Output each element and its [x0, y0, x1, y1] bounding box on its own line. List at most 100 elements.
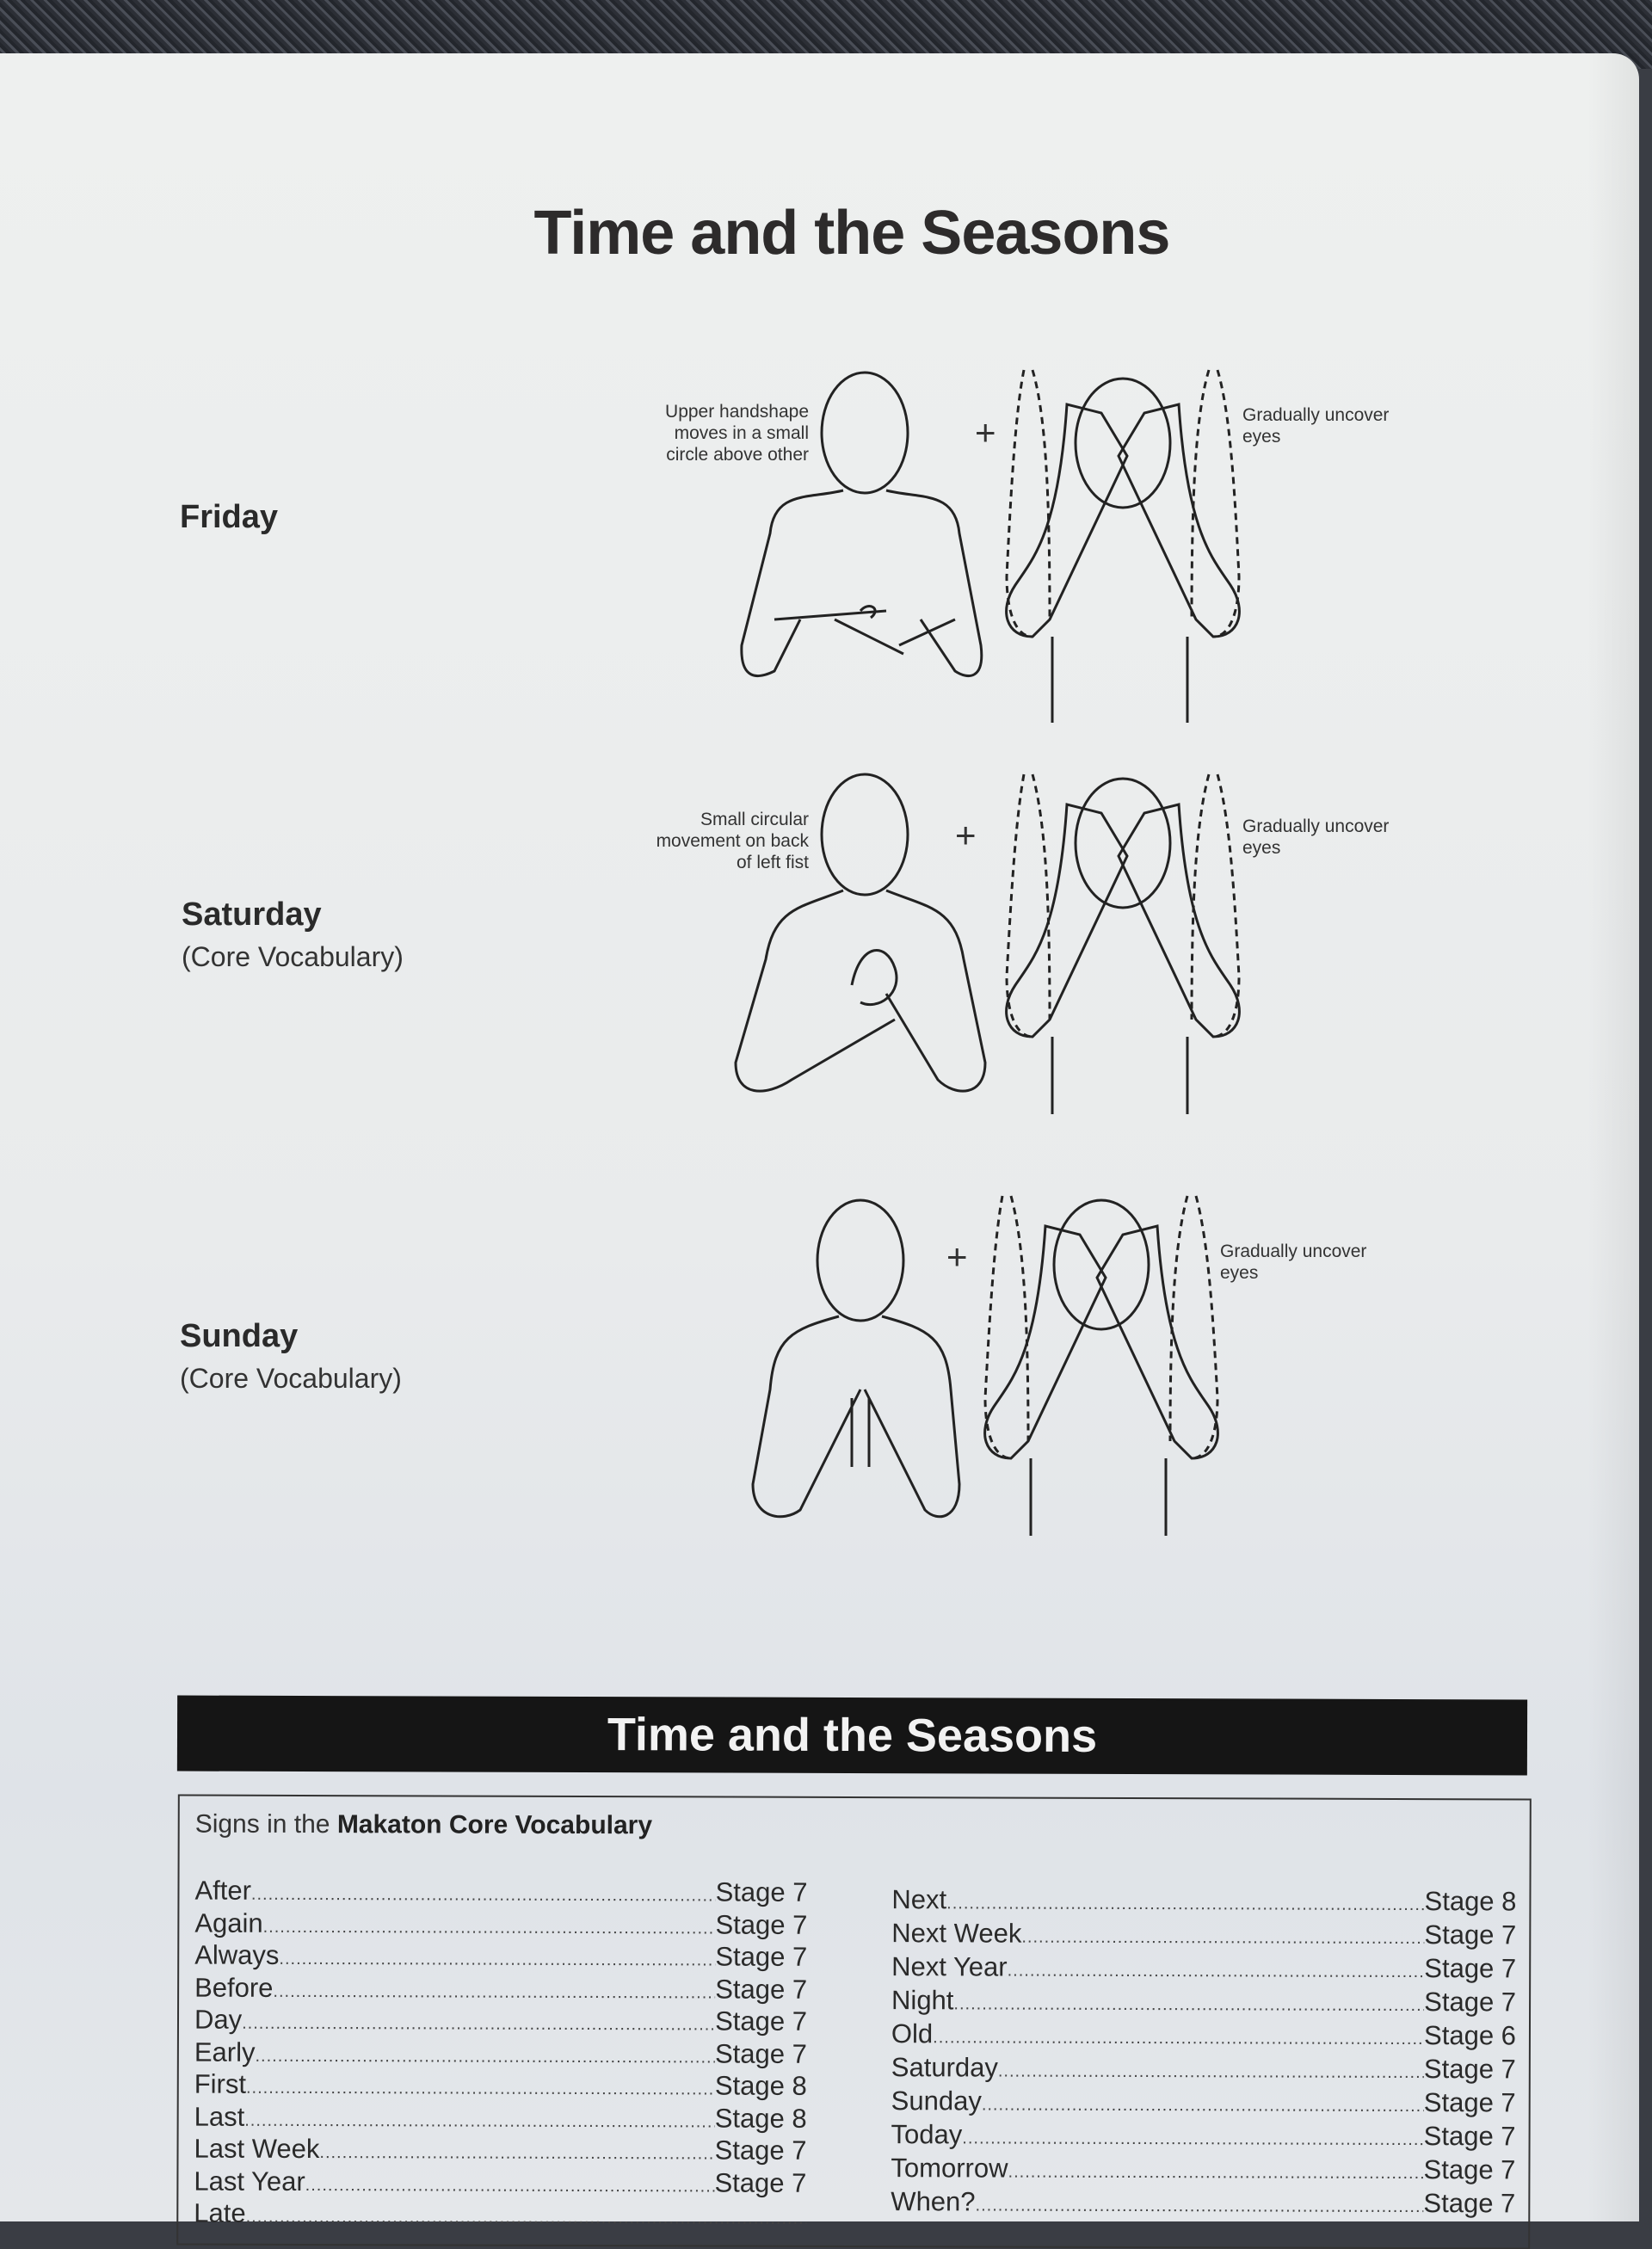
vocabulary-word: Again — [194, 1907, 263, 1938]
saturday-movement-note: Small circular movement on back of left … — [602, 809, 809, 873]
heading-bold: Makaton Core Vocabulary — [336, 1810, 653, 1840]
vocabulary-row: NightStage 7 — [891, 1985, 1516, 2020]
vocabulary-row: EarlyStage 7 — [194, 2036, 807, 2071]
dot-leader — [255, 2046, 715, 2067]
vocabulary-word: Today — [891, 2119, 963, 2150]
vocabulary-word: Last Week — [194, 2133, 320, 2165]
vocabulary-word: Early — [194, 2036, 256, 2067]
dot-leader — [319, 2143, 714, 2164]
dot-leader — [305, 2175, 715, 2196]
vocabulary-stage: Stage 7 — [715, 1973, 808, 2005]
note-line: eyes — [1220, 1263, 1259, 1283]
vocabulary-word: Sunday — [891, 2086, 982, 2117]
dot-leader — [976, 2196, 1424, 2217]
vocabulary-word: After — [194, 1875, 251, 1906]
note-line: Gradually uncover — [1220, 1242, 1367, 1261]
vocabulary-word: Next — [891, 1884, 947, 1915]
dot-leader — [263, 1917, 716, 1938]
vocabulary-stage: Stage 7 — [714, 2166, 807, 2198]
vocabulary-row: After Stage 7 — [194, 1876, 807, 1910]
vocabulary-row: When?Stage 7 — [891, 2186, 1515, 2221]
friday-uncover-note: Gradually uncover eyes — [1242, 404, 1389, 447]
vocabulary-row: Saturday Stage 7 — [891, 2052, 1516, 2087]
note-line: eyes — [1242, 427, 1281, 447]
vocabulary-word: Next Year — [891, 1951, 1008, 1982]
vocabulary-row: Before Stage 7 — [194, 1972, 807, 2006]
friday-sign-illustration: + — [740, 369, 1241, 723]
vocabulary-row: Always Stage 7 — [194, 1940, 807, 1975]
vocabulary-stage: Stage 8 — [714, 2070, 807, 2101]
vocabulary-stage: Stage 8 — [714, 2102, 807, 2134]
vocabulary-row: Last Stage 8 — [194, 2101, 807, 2135]
dot-leader — [982, 2095, 1424, 2117]
dot-leader — [251, 1885, 716, 1907]
heading-prefix: Signs in the — [194, 1809, 330, 1839]
sign-sublabel-saturday: (Core Vocabulary) — [182, 941, 404, 972]
vocabulary-word: Day — [194, 2004, 243, 2035]
vocabulary-left-column: AfterStage 7AgainStage 7AlwaysStage 7Bef… — [194, 1876, 807, 2233]
vocabulary-stage: Stage 7 — [715, 2006, 808, 2036]
vocabulary-word: First — [194, 2068, 247, 2099]
vocabulary-row: Last Week Stage 7 — [194, 2134, 806, 2168]
vocabulary-box: Signs in the Makaton Core Vocabulary Aft… — [176, 1794, 1532, 2249]
dot-leader — [946, 1894, 1424, 1915]
dot-leader — [962, 2129, 1423, 2150]
note-line: movement on back — [656, 831, 809, 851]
vocabulary-word: Late — [194, 2197, 246, 2228]
vocabulary-stage: Stage 7 — [715, 1941, 808, 1972]
vocabulary-stage: Stage 7 — [1423, 2121, 1516, 2152]
vocabulary-word: Night — [891, 1985, 954, 2016]
sign-label-sunday: Sunday — [180, 1318, 299, 1354]
vocabulary-row: OldStage 6 — [891, 2018, 1516, 2054]
sunday-uncover-note: Gradually uncover eyes — [1220, 1241, 1366, 1284]
sign-label-friday: Friday — [180, 499, 279, 535]
dot-leader — [998, 2062, 1424, 2084]
dot-leader — [242, 2014, 715, 2036]
page-title: Time and the Seasons — [533, 199, 1171, 268]
vocabulary-word: Saturday — [891, 2052, 998, 2083]
vocabulary-stage: Stage 7 — [714, 2135, 807, 2166]
vocabulary-stage: Stage 7 — [1423, 2054, 1516, 2085]
note-line: Gradually uncover — [1242, 816, 1390, 836]
vocabulary-row: TomorrowStage 7 — [891, 2153, 1515, 2188]
dot-leader — [1008, 1962, 1425, 1983]
sign-label-saturday: Saturday — [182, 897, 322, 933]
sign-sublabel-sunday: (Core Vocabulary) — [180, 1363, 402, 1394]
vocabulary-row: Next Week Stage 7 — [891, 1918, 1516, 1953]
vocabulary-word: Last — [194, 2101, 245, 2132]
vocabulary-stage: Stage 7 — [715, 1876, 808, 1907]
vocabulary-stage: Stage 8 — [1424, 1886, 1517, 1917]
note-line: Gradually uncover — [1242, 405, 1390, 425]
vocabulary-stage: Stage 7 — [1423, 2154, 1516, 2185]
dot-leader — [246, 2208, 807, 2229]
note-line: Small circular — [700, 810, 809, 829]
vocabulary-word: Before — [194, 1972, 274, 2003]
plus-sign: + — [946, 1236, 968, 1277]
vocabulary-word: Always — [194, 1939, 280, 1970]
note-line: eyes — [1242, 838, 1281, 858]
vocabulary-row: Last Year Stage 7 — [194, 2166, 806, 2200]
vocabulary-row: Next Stage 8 — [891, 1884, 1516, 1919]
vocabulary-word: Next Week — [891, 1918, 1022, 1949]
vocabulary-stage: Stage 7 — [1423, 2188, 1516, 2219]
plus-sign: + — [955, 815, 977, 855]
vocabulary-box-heading: Signs in the Makaton Core Vocabulary — [195, 1810, 652, 1841]
dot-leader — [1008, 2163, 1424, 2184]
note-line: circle above other — [666, 445, 809, 465]
vocabulary-stage: Stage 7 — [1423, 2087, 1516, 2118]
friday-movement-note: Upper handshape moves in a small circle … — [602, 401, 809, 465]
vocabulary-row: Next Year Stage 7 — [891, 1951, 1516, 1987]
dot-leader — [273, 1981, 715, 2003]
dot-leader — [1021, 1928, 1424, 1949]
document-page — [0, 53, 1639, 2221]
vocabulary-row: First Stage 8 — [194, 2069, 807, 2104]
dot-leader — [953, 1994, 1424, 2016]
vocabulary-word: Last Year — [194, 2166, 305, 2197]
dot-leader — [279, 1950, 715, 1971]
vocabulary-stage: Stage 7 — [1424, 1919, 1517, 1950]
vocabulary-word: Old — [891, 2018, 934, 2049]
vocabulary-stage: Stage 7 — [1424, 1953, 1517, 1984]
dot-leader — [933, 2028, 1424, 2049]
dot-leader — [246, 2079, 715, 2100]
